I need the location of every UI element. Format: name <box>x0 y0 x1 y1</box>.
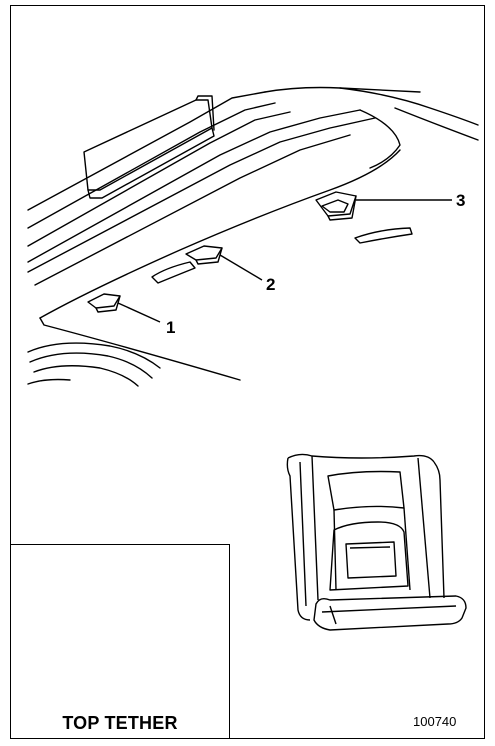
callout-1: 1 <box>166 318 175 337</box>
cover-left-wall <box>312 456 318 600</box>
roof-trim-line <box>28 112 290 246</box>
roof-edge <box>360 110 400 168</box>
roof-trim-line <box>28 110 360 262</box>
cover-right-wall <box>418 458 430 598</box>
rear-seat-top <box>30 353 152 378</box>
tether-anchor-1-base <box>96 296 120 312</box>
leader-line-1 <box>118 303 160 322</box>
leader-line-2 <box>220 255 262 280</box>
roof-trim-line <box>28 103 275 228</box>
tether-anchor-3-inner <box>322 200 348 212</box>
cover-top-edge <box>288 454 434 462</box>
ceiling-panel-front-edge <box>40 318 240 380</box>
dome-light-slot <box>355 228 412 243</box>
callout-3: 3 <box>456 191 465 210</box>
rear-seat-top <box>34 366 138 386</box>
cover-lid-tab <box>330 606 336 624</box>
tether-anchor-1 <box>88 294 120 308</box>
roof-trim-line <box>35 135 350 285</box>
tether-anchor-2-base <box>196 248 222 264</box>
cover-left-side <box>287 458 310 620</box>
tether-anchor-bar <box>330 522 408 590</box>
cover-right-side <box>434 462 444 598</box>
top-tether-label: TOP TETHER <box>11 713 229 734</box>
cover-left-inner <box>300 462 306 606</box>
cover-lid-line <box>322 606 456 612</box>
top-tether-label-box: TOP TETHER <box>10 544 230 739</box>
roof-trim-line <box>28 118 375 272</box>
reference-code: 100740 <box>413 714 456 729</box>
roof-edge <box>395 108 478 140</box>
ceiling-panel-edge <box>40 150 400 318</box>
tether-anchor-2 <box>186 246 222 260</box>
anchor-cover-detail <box>287 454 466 630</box>
rear-grab-handle-base <box>88 128 214 198</box>
cover-recess-edge <box>334 510 336 590</box>
callout-2: 2 <box>266 275 275 294</box>
rear-seat-top <box>28 380 70 385</box>
roof-edge <box>340 88 478 125</box>
tether-anchor-opening-line <box>350 547 390 548</box>
cover-hinged-lid <box>314 596 466 630</box>
dome-light-slot <box>152 262 195 283</box>
cover-recess-top <box>328 472 404 511</box>
